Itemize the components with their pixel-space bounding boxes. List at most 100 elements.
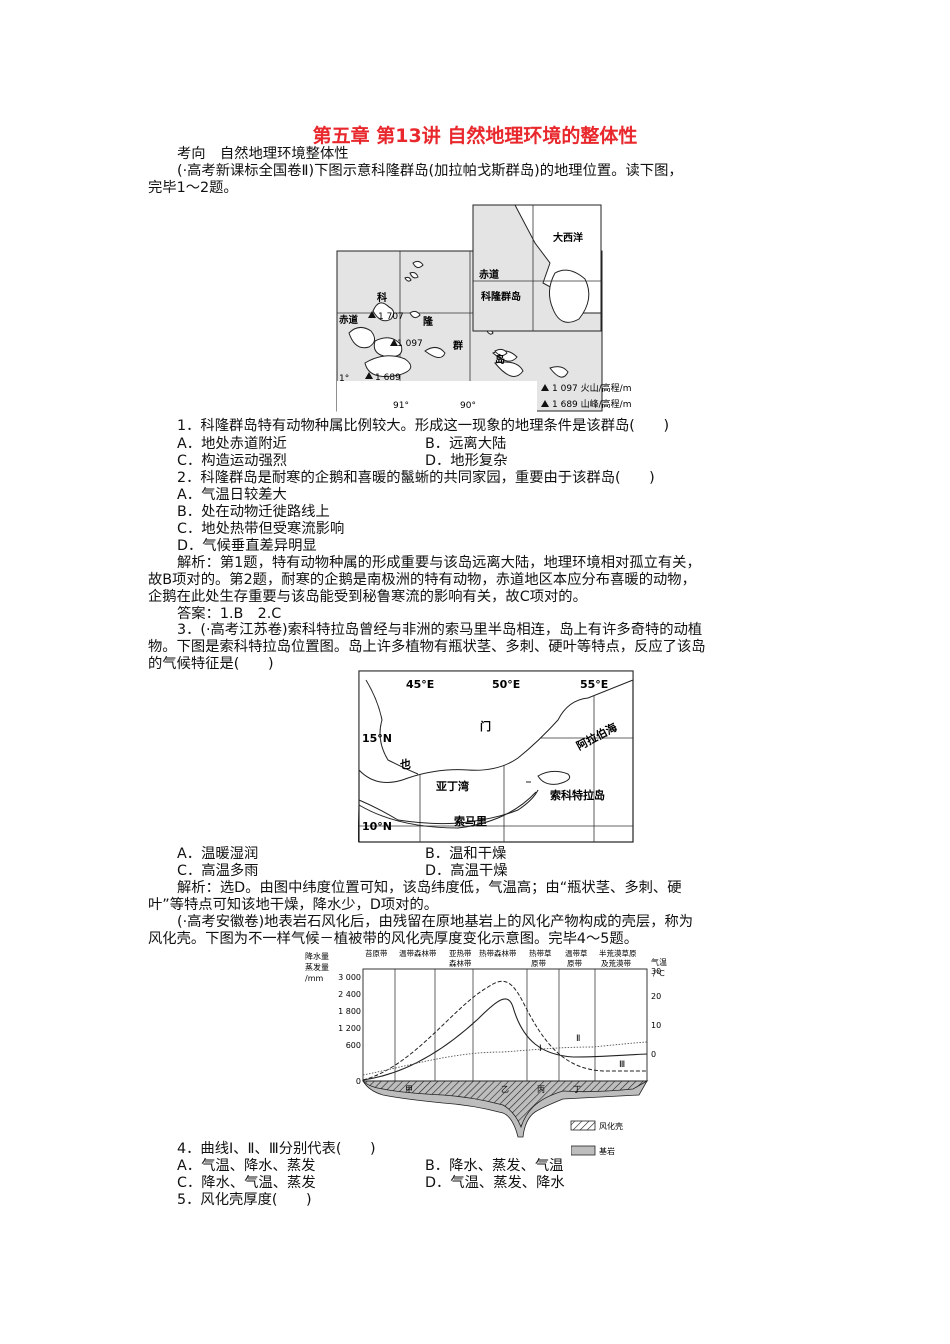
left-tick: 2 400 — [338, 990, 361, 999]
peak-icon — [365, 372, 373, 379]
zone-label: 苔原带 — [365, 948, 388, 958]
q3-option-d: D．高温干燥 — [425, 863, 508, 879]
zone-label: 原带 — [567, 959, 582, 968]
label-gulf-aden: 亚丁湾 — [436, 779, 469, 793]
volcano-icon — [368, 311, 376, 318]
right-tick: 0 — [651, 1050, 656, 1059]
question-3: 物。下图是索科特拉岛位置图。岛上许多植物有瓶状茎、多刺、硬叶等特点，反应了该岛 — [148, 639, 706, 655]
q2-option-d: D．气候垂直差异明显 — [177, 538, 317, 554]
question-4: 4．曲线Ⅰ、Ⅱ、Ⅲ分别代表( ) — [177, 1141, 376, 1157]
curve-II — [362, 1041, 648, 1076]
left-tick: 0 — [356, 1077, 361, 1086]
label-equator-right: 赤道 — [479, 268, 499, 281]
left-tick: 1 800 — [338, 1007, 361, 1016]
label-somalia: 索马里 — [454, 814, 487, 828]
question-1: 1．科隆群岛特有动物种属比例较大。形成这一现象的地理条件是该群岛( ) — [177, 418, 670, 434]
intro-line: 风化壳。下图为不一样气候－植被带的风化壳厚度变化示意图。完毕4～5题。 — [148, 931, 638, 947]
q1-option-a: A．地处赤道附近 — [177, 436, 287, 452]
elev-1689: 1 689 — [375, 373, 401, 383]
legend-weathered-swatch — [570, 1120, 596, 1131]
label-qun: 群 — [453, 339, 463, 352]
question-2: 2．科隆群岛是耐寒的企鹅和喜暖的鬣蜥的共同家园，重要由于该群岛( ) — [177, 470, 655, 486]
question-3: 的气候特征是( ) — [148, 656, 274, 672]
left-tick: 3 000 — [338, 973, 361, 982]
right-axis-label: /℃ — [653, 969, 665, 978]
q3-option-a: A．温暖湿润 — [177, 846, 259, 862]
zone-label: 森林带 — [449, 958, 472, 968]
left-axis-label: /mm — [305, 974, 323, 983]
label-ke: 科 — [377, 291, 387, 304]
q3-option-b: B．温和干燥 — [425, 846, 507, 862]
label-45e: 45°E — [406, 678, 434, 691]
page-title: 第五章 第13讲 自然地理环境的整体性 — [312, 125, 638, 147]
q1-option-b: B．远离大陆 — [425, 436, 507, 452]
question-5: 5．风化壳厚度( ) — [177, 1192, 312, 1208]
socotra-map: 45°E 50°E 55°E 15°N 10°N 门 也 阿拉伯海 亚丁湾 索科… — [358, 670, 634, 843]
q4-option-d: D．气温、蒸发、降水 — [425, 1175, 565, 1191]
left-tick: 600 — [346, 1041, 361, 1050]
elev-1707: 1 707 — [378, 312, 404, 322]
right-tick: 10 — [651, 1021, 661, 1030]
zone-label: 温带森林带 — [399, 948, 437, 958]
label-long: 隆 — [423, 315, 434, 328]
label-lon90: 90° — [460, 401, 476, 411]
answer-line: 答案：1.B 2.C — [177, 606, 282, 622]
legend-peak: 1 689 山峰/高程/m — [552, 398, 631, 410]
question-3: 3．(·高考江苏卷)索科特拉岛曾经与非洲的索马里半岛相连，岛上有许多奇特的动植 — [177, 622, 703, 638]
curve-label-I: Ⅰ — [539, 1044, 542, 1054]
q2-option-b: B．处在动物迁徙路线上 — [177, 504, 330, 520]
zone-label: 热带草 — [529, 948, 552, 958]
analysis-line: 企鹅在此处生存重要与该岛能受到秘鲁寒流的影响有关，故C项对的。 — [148, 589, 587, 605]
legend-bedrock-swatch — [571, 1145, 596, 1156]
right-tick: 30 — [651, 967, 661, 976]
zone-label: 原带 — [531, 959, 546, 968]
left-axis-label: 蒸发量 — [305, 962, 329, 972]
legend-weathered: 风化壳 — [599, 1121, 623, 1131]
intro-line: (·高考安徽卷)地表岩石风化后，由残留在原地基岩上的风化产物构成的壳层，称为 — [177, 914, 694, 930]
analysis-line: 解析：选D。由图中纬度位置可知，该岛纬度低，气温高；由“瓶状茎、多刺、硬 — [177, 880, 682, 896]
label-atlantic: 大西洋 — [553, 231, 583, 244]
zone-label: 半荒漠草原 — [599, 948, 637, 958]
q1-option-c: C．构造运动强烈 — [177, 453, 288, 469]
legend-bedrock: 基岩 — [599, 1146, 615, 1156]
curve-label-III: Ⅲ — [619, 1060, 625, 1070]
analysis-line: 解析：第1题，特有动物种属的形成重要与该岛远离大陆，地理环境相对孤立有关， — [177, 555, 701, 571]
left-tick: 1 200 — [338, 1024, 361, 1033]
chart-legend-bedrock: 基岩 — [571, 1145, 615, 1156]
label-10n: 10°N — [362, 820, 392, 833]
curve-III — [362, 980, 647, 1081]
weathering-crust-chart: 降水量 蒸发量 /mm 气温 /℃ 苔原带 温带森林带 亚热带 森林带 热带森林… — [305, 948, 667, 1138]
galapagos-map: 科 隆 群 岛 赤道 1 707 1 097 1 689 1° 91° 90° … — [336, 204, 631, 413]
zone-label: 热带森林带 — [479, 948, 517, 958]
label-galapagos: 科隆群岛 — [481, 290, 521, 303]
bedrock-area — [362, 1080, 648, 1138]
label-15n: 15°N — [362, 732, 392, 745]
legend-volcano: 1 097 火山/高程/m — [552, 382, 631, 394]
q2-option-a: A．气温日较差大 — [177, 487, 287, 503]
intro-line: (·高考新课标全国卷Ⅱ)下图示意科隆群岛(加拉帕戈斯群岛)的地理位置。读下图， — [177, 163, 683, 179]
left-axis-label: 降水量 — [305, 951, 329, 961]
q2-option-c: C．地处热带但受寒流影响 — [177, 521, 345, 537]
label-men: 门 — [480, 719, 491, 733]
intro-line: 完毕1～2题。 — [148, 180, 238, 196]
q4-option-a: A．气温、降水、蒸发 — [177, 1158, 316, 1174]
q1-option-d: D．地形复杂 — [425, 453, 508, 469]
peak-legend-icon — [541, 400, 549, 407]
topic-line: 考向 自然地理环境整体性 — [177, 146, 349, 162]
label-dao: 岛 — [495, 353, 505, 366]
label-lon91: 91° — [393, 401, 409, 411]
right-axis-label: 气温 — [651, 957, 667, 967]
label-50e: 50°E — [492, 678, 520, 691]
curve-label-II: Ⅱ — [576, 1034, 580, 1044]
q3-option-c: C．高温多雨 — [177, 863, 259, 879]
volcano-icon — [390, 339, 398, 346]
zone-label: 亚热带 — [449, 948, 472, 958]
label-lat: 1° — [339, 374, 349, 384]
analysis-line: 叶”等特点可知该地干燥，降水少，D项对的。 — [148, 897, 439, 913]
region-label: 乙 — [501, 1085, 509, 1094]
q4-option-b: B．降水、蒸发、气温 — [425, 1158, 564, 1174]
q4-option-c: C．降水、气温、蒸发 — [177, 1175, 316, 1191]
region-label: 甲 — [405, 1085, 413, 1094]
label-55e: 55°E — [580, 678, 608, 691]
